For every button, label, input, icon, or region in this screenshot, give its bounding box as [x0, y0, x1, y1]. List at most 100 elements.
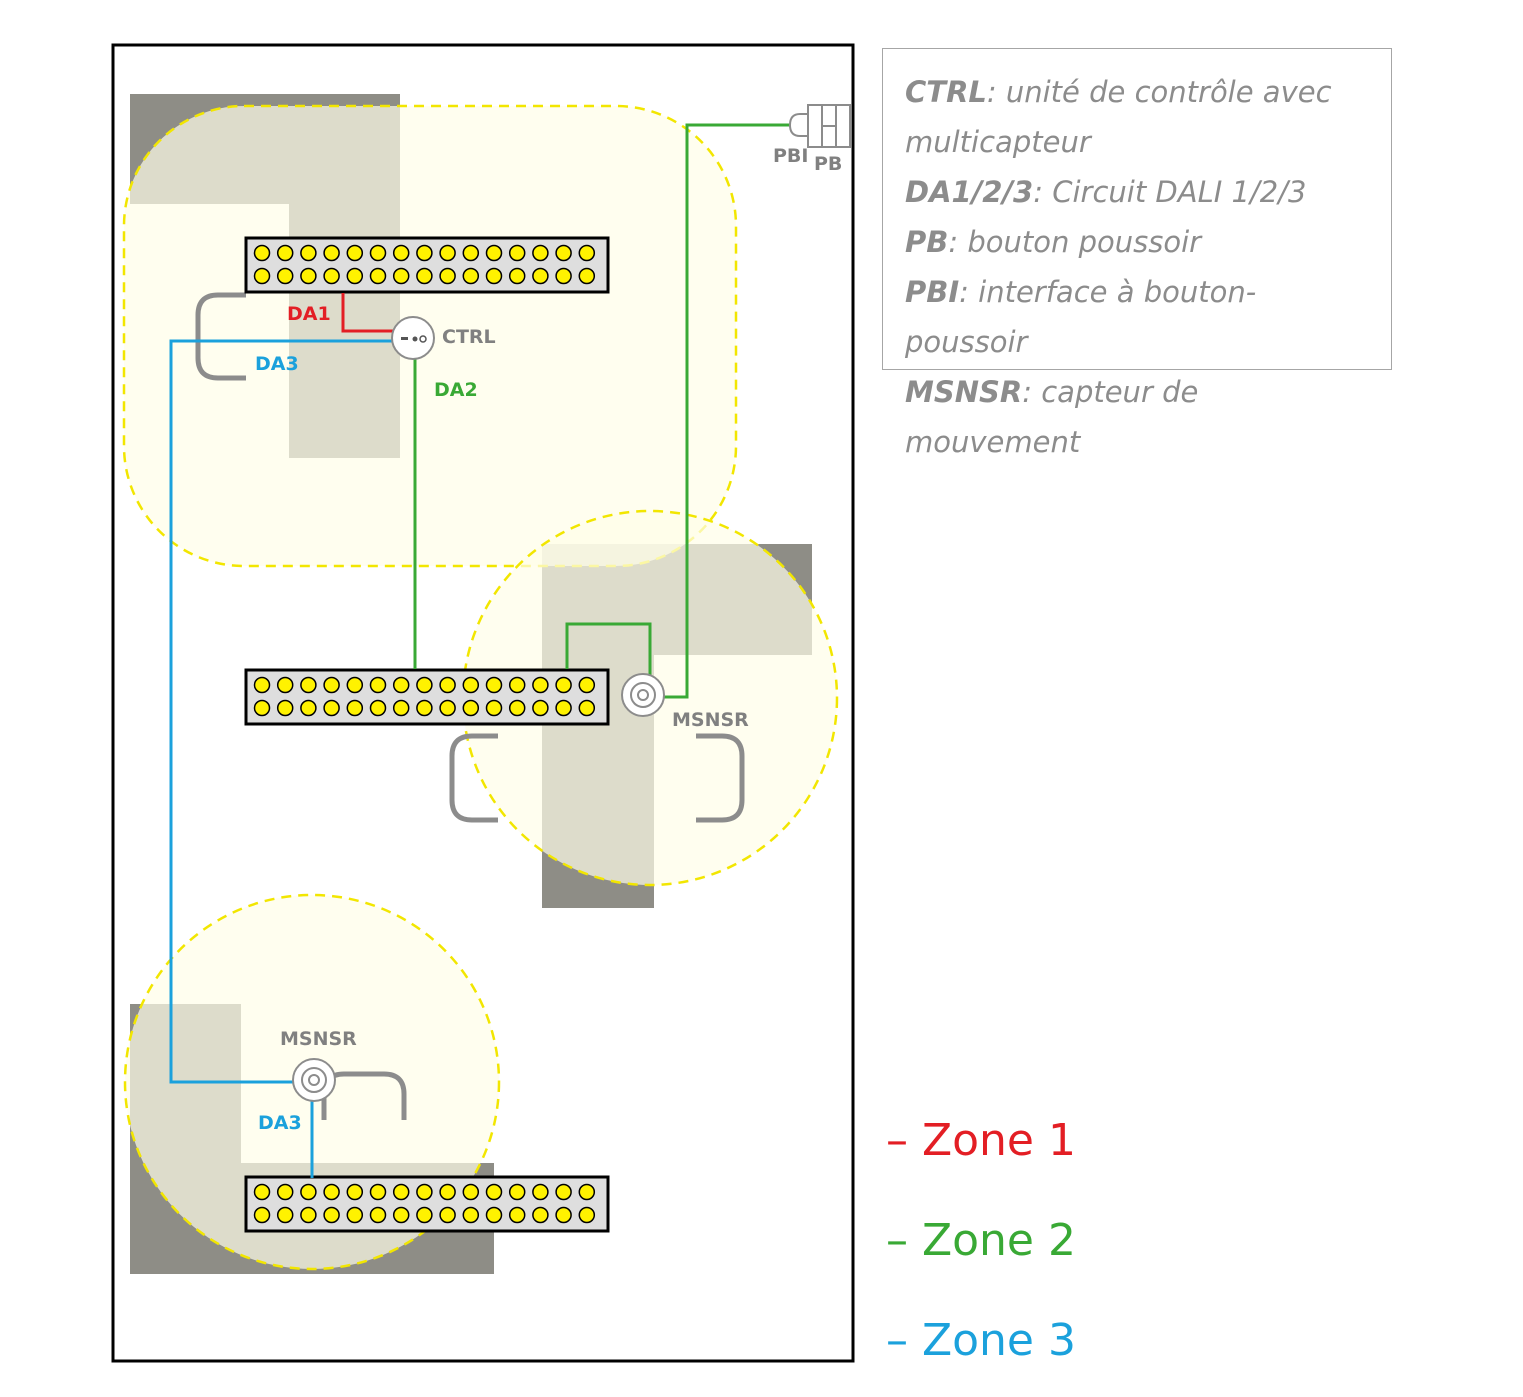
ctrl-unit: [391, 316, 435, 360]
luminaire-led: [276, 267, 294, 285]
luminaire-led: [253, 1206, 271, 1224]
luminaire-led: [578, 676, 596, 694]
luminaire-led: [508, 676, 526, 694]
luminaire-led: [462, 699, 480, 717]
zone-legend-1: – Zone 1: [886, 1115, 1076, 1166]
luminaire-led: [346, 1183, 364, 1201]
luminaire-led: [392, 267, 410, 285]
luminaire-led: [346, 244, 364, 262]
luminaire-led: [276, 1183, 294, 1201]
luminaire-led: [323, 1206, 340, 1224]
ctrl-label: CTRL: [442, 326, 496, 348]
luminaire-led: [532, 676, 549, 694]
luminaire-led: [439, 699, 456, 717]
luminaire-led: [323, 699, 340, 717]
definition-da: DA1/2/3: Circuit DALI 1/2/3: [905, 175, 1307, 209]
chair-top: [195, 292, 246, 381]
luminaire-led: [392, 1206, 410, 1224]
luminaire-led: [462, 1206, 480, 1224]
msnsr-bottom: [292, 1058, 336, 1102]
luminaire-led: [369, 1183, 387, 1201]
luminaire-led: [276, 1206, 294, 1224]
luminaire-led: [300, 244, 317, 262]
luminaire-led: [346, 699, 364, 717]
luminaire-led: [532, 699, 549, 717]
msnsr-label-bottom: MSNSR: [280, 1028, 357, 1050]
luminaire-led: [508, 267, 526, 285]
luminaire-led: [439, 676, 456, 694]
push-button-device: [807, 104, 851, 148]
luminaire-led: [416, 699, 433, 717]
luminaire-led: [346, 1206, 364, 1224]
luminaire-led: [369, 699, 387, 717]
da3-wire: [169, 339, 393, 1084]
luminaire-led: [555, 1206, 572, 1224]
chair-middle-right: [696, 733, 745, 823]
luminaire-led: [555, 267, 572, 285]
luminaire-led: [300, 676, 317, 694]
luminaire-led: [555, 244, 572, 262]
da3-label-top: DA3: [255, 353, 299, 375]
luminaire-led: [253, 699, 271, 717]
pbi-wire: [664, 123, 792, 699]
luminaire-led: [485, 676, 503, 694]
luminaire-led: [532, 244, 549, 262]
luminaire-led: [253, 676, 271, 694]
definition-pb: PB: bouton poussoir: [905, 225, 1202, 259]
definition-msnsr: MSNSR: capteur de mouvement: [905, 375, 1199, 459]
luminaire-led: [416, 1183, 433, 1201]
da1-wire: [341, 293, 393, 333]
luminaire-led: [485, 699, 503, 717]
luminaire-led: [369, 1206, 387, 1224]
luminaire-led: [578, 699, 596, 717]
luminaire: [244, 668, 610, 726]
luminaire-led: [276, 699, 294, 717]
luminaire-led: [485, 244, 503, 262]
luminaire-led: [508, 244, 526, 262]
luminaire-led: [462, 676, 480, 694]
da1-label: DA1: [287, 303, 331, 325]
luminaire-led: [253, 1183, 271, 1201]
luminaire-led: [392, 244, 410, 262]
wiring: [169, 123, 792, 1178]
luminaire-led: [416, 1206, 433, 1224]
luminaire-led: [508, 699, 526, 717]
luminaire-led: [300, 267, 317, 285]
luminaire-led: [532, 1206, 549, 1224]
luminaire-led: [578, 1206, 596, 1224]
pbi-label: PBI: [773, 145, 808, 167]
luminaire: [244, 236, 610, 294]
definition-ctrl: CTRL: unité de contrôle avec multicapteu…: [905, 75, 1332, 159]
luminaire-led: [462, 267, 480, 285]
luminaire-led: [416, 244, 433, 262]
luminaire-led: [392, 699, 410, 717]
luminaire-led: [578, 1183, 596, 1201]
da2-wire-sensor-loop: [565, 622, 652, 676]
luminaire-led: [300, 1206, 317, 1224]
luminaire-led: [300, 1183, 317, 1201]
luminaire-led: [485, 1183, 503, 1201]
msnsr-label-middle: MSNSR: [672, 709, 749, 731]
luminaire-led: [323, 1183, 340, 1201]
luminaire-led: [508, 1183, 526, 1201]
zone-legend-3: – Zone 3: [886, 1315, 1076, 1366]
msnsr-middle: [621, 673, 665, 717]
da2-label: DA2: [434, 379, 478, 401]
luminaire-led: [508, 1206, 526, 1224]
luminaire-led: [276, 244, 294, 262]
luminaire-led: [439, 1206, 456, 1224]
luminaire-led: [439, 244, 456, 262]
luminaire-led: [276, 676, 294, 694]
luminaire-led: [300, 699, 317, 717]
luminaire-led: [416, 267, 433, 285]
luminaire-led: [439, 267, 456, 285]
luminaire-led: [532, 1183, 549, 1201]
luminaire-led: [462, 1183, 480, 1201]
luminaire-led: [346, 676, 364, 694]
chair-middle-left: [449, 733, 498, 823]
pbi-device: [788, 113, 809, 137]
luminaire-led: [323, 267, 340, 285]
luminaire-led: [253, 267, 271, 285]
luminaires: [244, 236, 610, 1233]
